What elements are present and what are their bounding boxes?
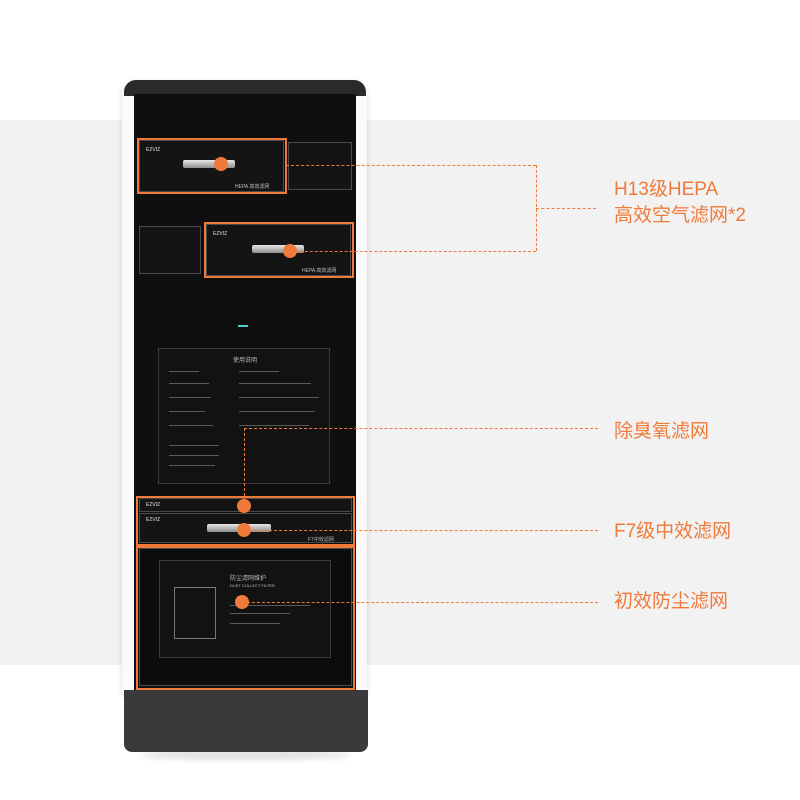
brand-logo: EZVIZ [146,517,161,523]
f7-tag: F7中效滤网 [308,537,334,543]
leader-line-hepa-2 [290,251,536,252]
filter-slot-empty-1 [288,142,352,190]
leader-line-f7 [244,530,598,531]
background-bottom [0,665,800,800]
leader-line-hepa-out [536,208,596,209]
label-primary: 初效防尘滤网 [614,591,729,612]
leader-dot [214,157,228,171]
label-hepa-line1: H13级HEPA [614,179,719,200]
label-hepa: H13级HEPA 高效空气滤网*2 [614,177,746,229]
highlight-f7 [136,496,355,546]
leader-line-hepa-1 [286,165,536,166]
leader-dot [237,523,251,537]
cabinet-base [124,690,368,752]
manual-title: 使用说明 [233,358,258,364]
cabinet-top-cap [124,80,366,96]
leader-dot [237,499,251,513]
highlight-primary [136,546,355,690]
leader-line-primary [242,602,598,603]
status-light [238,325,248,327]
filter-slot-empty-2 [139,226,201,274]
dust-filter-panel: 防尘滤网维护 DUST COLLECT FILTER [159,560,331,658]
leader-line-deodorize-drop [244,428,245,506]
floor-shadow [140,750,350,760]
brand-logo: EZVIZ [146,502,161,508]
brand-logo: EZVIZ [146,147,161,153]
label-f7: F7级中效滤网 [614,521,732,542]
filter-diagram [174,587,216,639]
hepa-tag: HEPA 高效滤网 [235,184,270,190]
leader-dot [235,595,249,609]
highlight-hepa-2 [204,222,354,278]
label-hepa-line2: 高效空气滤网*2 [614,205,746,226]
leader-line-deodorize [244,428,598,429]
dust-title: 防尘滤网维护 [230,576,267,582]
brand-logo: EZVIZ [213,231,228,237]
hepa-tag: HEPA 高效滤网 [302,268,337,274]
leader-dot [283,244,297,258]
label-deodorize: 除臭氧滤网 [614,421,710,442]
dust-subtitle: DUST COLLECT FILTER [230,583,275,588]
background-top [0,0,800,120]
filter-handle [183,160,235,168]
filter-handle [252,245,304,253]
highlight-hepa-1 [137,138,287,194]
